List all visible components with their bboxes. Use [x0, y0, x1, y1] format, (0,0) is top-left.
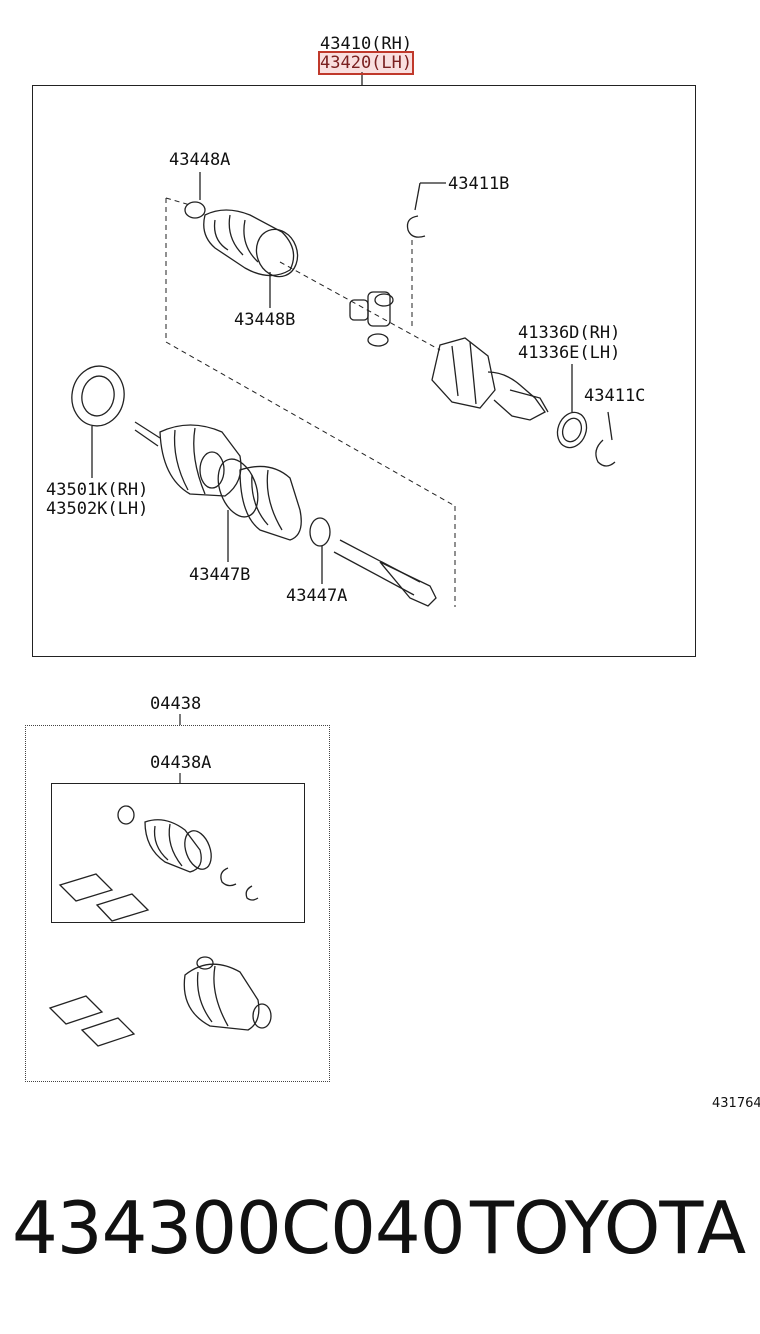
part-label-41336D: 41336D(RH)	[518, 323, 621, 343]
kit-sub-label: 04438A	[150, 753, 212, 773]
part-label-43411B: 43411B	[448, 174, 510, 194]
kit-boot-a	[117, 805, 259, 901]
assembly-label-lh-highlighted: 43420(LH)	[317, 51, 415, 75]
part-label-43502K: 43502K(LH)	[46, 499, 149, 519]
seal-41336D	[556, 411, 588, 449]
footer-part-number: 434300C040	[12, 1186, 466, 1270]
footer-brand: TOYOTA	[470, 1186, 746, 1270]
kit-grease-packets-b	[48, 995, 136, 1047]
outer-joint	[134, 421, 242, 497]
kit-label: 04438	[150, 694, 202, 714]
kit-boot-b	[183, 956, 272, 1031]
boot-43448B	[203, 209, 295, 277]
clamp-43447B	[217, 458, 259, 518]
snap-ring-43411C	[595, 439, 616, 467]
part-label-43411C: 43411C	[584, 386, 646, 406]
main-assembly-frame	[32, 85, 696, 657]
kit-grease-packets-a	[58, 873, 150, 922]
drive-shaft	[333, 539, 437, 607]
snap-ring-43411B	[406, 215, 426, 238]
assembly-label-rh: 43410(RH)	[320, 34, 413, 54]
clamp-43448A	[184, 201, 206, 219]
part-label-43501K: 43501K(RH)	[46, 480, 149, 500]
kit-subframe	[51, 783, 305, 923]
part-label-41336E: 41336E(LH)	[518, 343, 621, 363]
clamp-43447A	[309, 517, 331, 547]
tripod-joint	[349, 291, 394, 347]
part-label-43447B: 43447B	[189, 565, 251, 585]
outboard-housing	[431, 337, 549, 421]
dust-cover-43501K	[71, 365, 125, 427]
catalog-code: 431764	[712, 1096, 760, 1111]
part-label-43448A: 43448A	[169, 150, 231, 170]
boot-43447	[239, 465, 302, 541]
kit-frame	[25, 725, 330, 1082]
part-label-43447A: 43447A	[286, 586, 348, 606]
part-label-43448B: 43448B	[234, 310, 296, 330]
